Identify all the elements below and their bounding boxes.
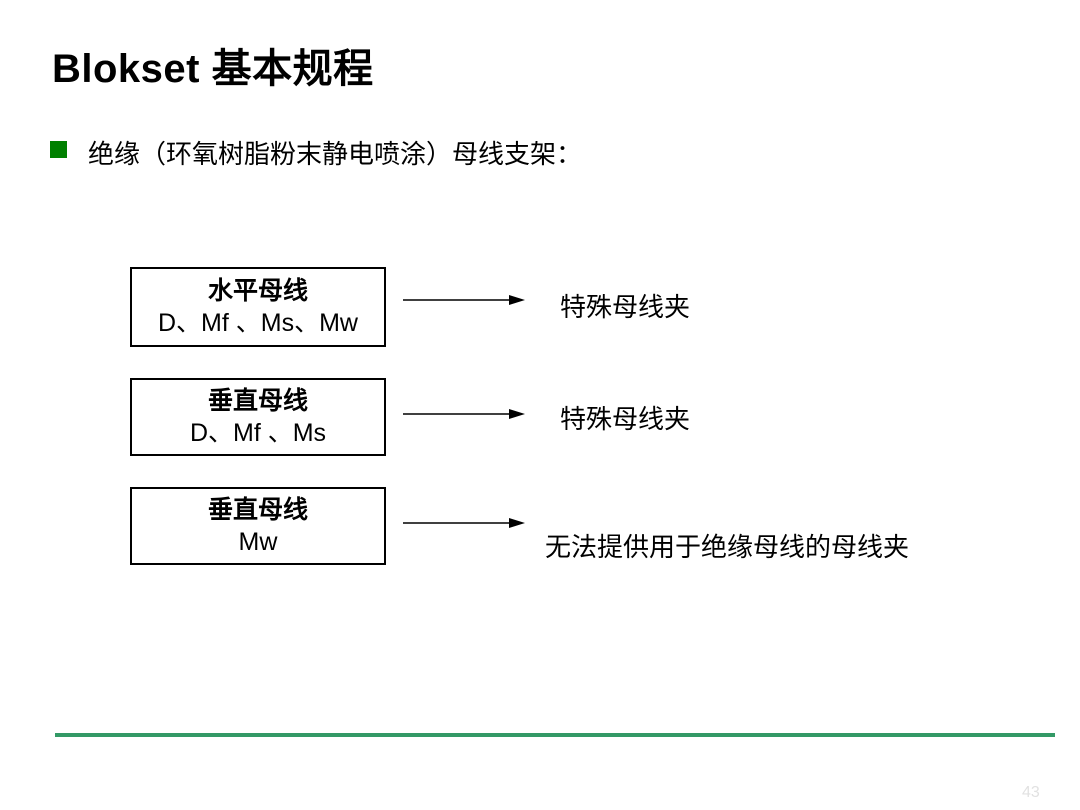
bullet-text: 绝缘（环氧树脂粉末静电喷涂）母线支架： [88,140,583,169]
result-label: 无法提供用于绝缘母线的母线夹 [545,533,910,562]
result-label: 特殊母线夹 [560,405,691,434]
arrow-right-icon [403,295,525,305]
page-title: Blokset 基本规程 [52,47,374,91]
flow-box-title: 垂直母线 [207,386,308,415]
flow-box-title: 垂直母线 [207,495,308,524]
bullet-row: 绝缘（环氧树脂粉末静电喷涂）母线支架： [50,134,582,171]
flow-box-vertical-busbar-1: 垂直母线 D、Mf 、Ms [130,378,386,456]
flow-box-types: D、Mf 、Ms [189,419,327,447]
arrow-right-icon [403,409,525,419]
arrow-right-icon [403,518,525,528]
result-label: 特殊母线夹 [560,293,691,322]
page-number: 43 [1022,784,1040,801]
bullet-square-icon [50,141,67,158]
footer-divider-line [55,733,1055,737]
flow-box-title: 水平母线 [207,276,308,305]
flow-box-types: D、Mf 、Ms、Mw [158,309,358,337]
flow-box-types: Mw [238,528,278,556]
flow-box-horizontal-busbar: 水平母线 D、Mf 、Ms、Mw [130,267,386,347]
flow-box-vertical-busbar-2: 垂直母线 Mw [130,487,386,565]
